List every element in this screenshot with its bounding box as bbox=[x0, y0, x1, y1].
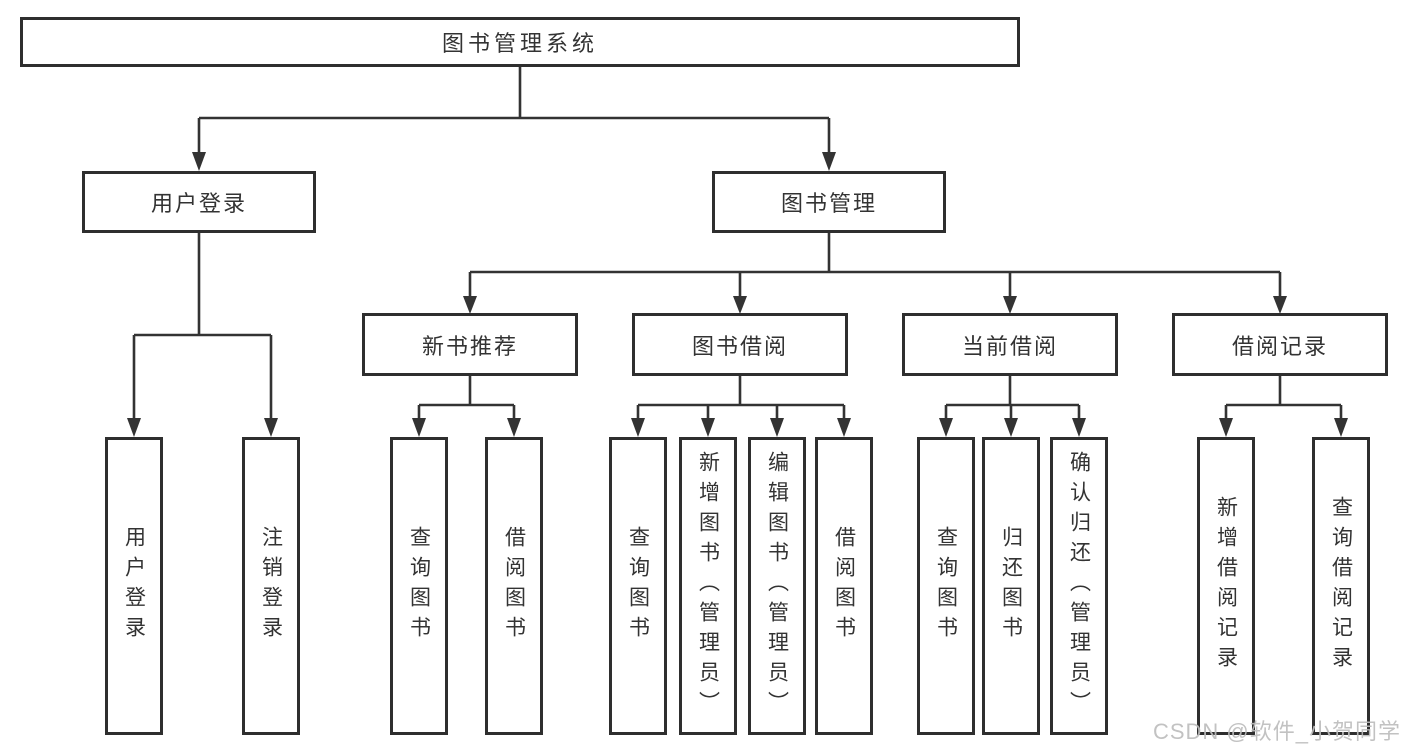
node-leaf-confirm-return-admin: 确认归还（管理员） bbox=[1050, 437, 1108, 735]
node-leaf-user-login: 用户登录 bbox=[105, 437, 163, 735]
leaf-label: 借阅图书 bbox=[502, 526, 526, 646]
leaf-label: 新增借阅记录 bbox=[1214, 496, 1238, 676]
node-leaf-edit-books-admin: 编辑图书（管理员） bbox=[748, 437, 806, 735]
node-leaf-add-books-admin: 新增图书（管理员） bbox=[679, 437, 737, 735]
node-book-borrow: 图书借阅 bbox=[632, 313, 848, 376]
node-leaf-logout: 注销登录 bbox=[242, 437, 300, 735]
node-leaf-return-books: 归还图书 bbox=[982, 437, 1040, 735]
connector-book-mgmt-to-level3 bbox=[463, 233, 1287, 314]
leaf-label: 查询图书 bbox=[407, 526, 431, 646]
leaf-label: 查询图书 bbox=[626, 526, 650, 646]
node-leaf-borrow-books: 借阅图书 bbox=[815, 437, 873, 735]
csdn-watermark: CSDN @软件_小贺同学 bbox=[1152, 719, 1401, 744]
connector-book-borrow-to-leaves bbox=[631, 376, 851, 437]
node-book-management: 图书管理 bbox=[712, 171, 946, 233]
connector-new-book-rec-to-leaves bbox=[412, 376, 521, 437]
node-leaf-query-books-rec: 查询图书 bbox=[390, 437, 448, 735]
leaf-label: 新增图书（管理员） bbox=[696, 451, 720, 721]
connector-user-login-to-leaves bbox=[127, 233, 278, 437]
node-leaf-query-borrow-record: 查询借阅记录 bbox=[1312, 437, 1370, 735]
leaf-label: 确认归还（管理员） bbox=[1067, 451, 1091, 721]
node-leaf-add-borrow-record: 新增借阅记录 bbox=[1197, 437, 1255, 735]
node-current-borrow: 当前借阅 bbox=[902, 313, 1118, 376]
leaf-label: 借阅图书 bbox=[832, 526, 856, 646]
connector-borrow-records-to-leaves bbox=[1219, 376, 1348, 437]
node-leaf-borrow-books-rec: 借阅图书 bbox=[485, 437, 543, 735]
leaf-label: 查询借阅记录 bbox=[1329, 496, 1353, 676]
connector-root-to-level2 bbox=[192, 67, 836, 171]
leaf-label: 查询图书 bbox=[934, 526, 958, 646]
node-borrow-records: 借阅记录 bbox=[1172, 313, 1388, 376]
connector-current-borrow-to-leaves bbox=[939, 376, 1086, 437]
node-root-system: 图书管理系统 bbox=[20, 17, 1020, 67]
leaf-label: 归还图书 bbox=[999, 526, 1023, 646]
node-user-login: 用户登录 bbox=[82, 171, 316, 233]
node-new-book-recommend: 新书推荐 bbox=[362, 313, 578, 376]
leaf-label: 注销登录 bbox=[259, 526, 283, 646]
leaf-label: 编辑图书（管理员） bbox=[765, 451, 789, 721]
node-leaf-query-books-current: 查询图书 bbox=[917, 437, 975, 735]
leaf-label: 用户登录 bbox=[122, 526, 146, 646]
node-leaf-query-books-borrow: 查询图书 bbox=[609, 437, 667, 735]
